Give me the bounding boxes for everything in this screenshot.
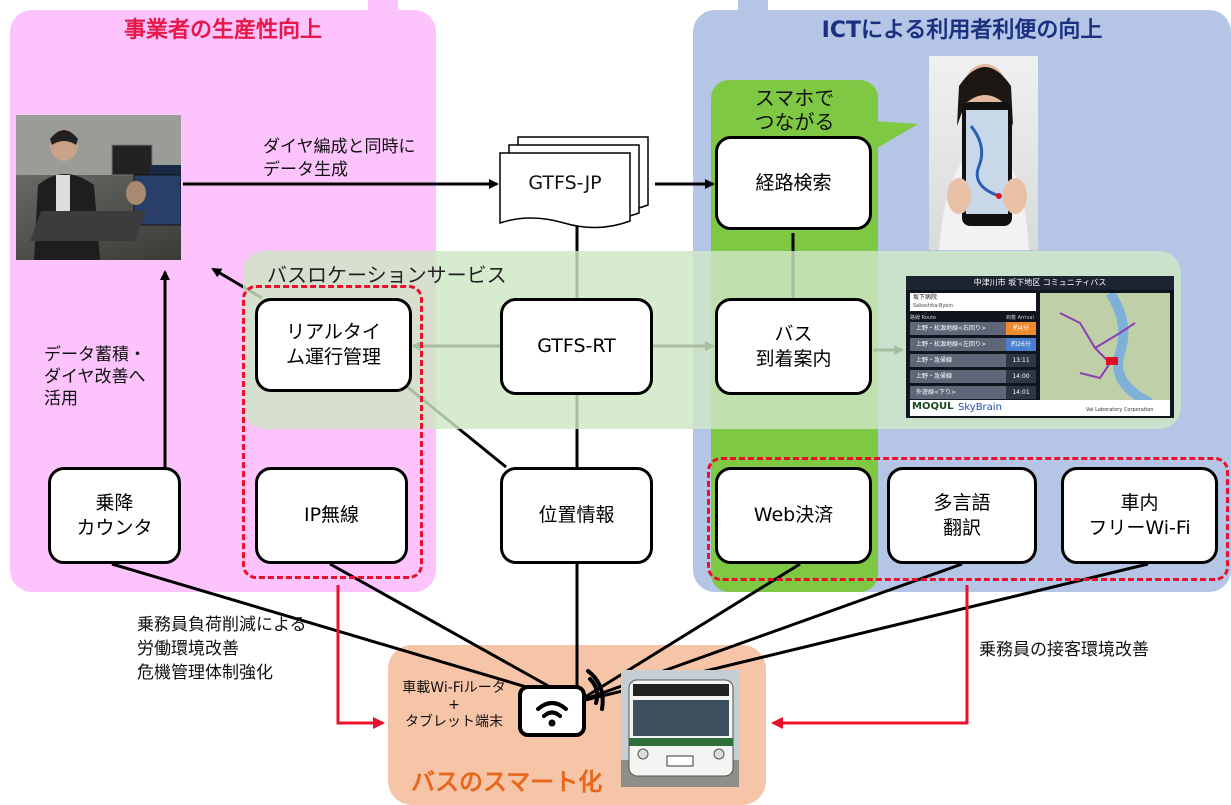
realtime-operation-line1: リアルタイ — [286, 321, 381, 343]
signage-row-time: 13:11 — [1006, 354, 1036, 367]
signage-row-route: 上野・急帰線 — [910, 370, 1006, 383]
bus-location-service-label: バスロケーションサービス — [267, 263, 507, 287]
signage-row-time: 14:01 — [1006, 386, 1036, 399]
signage-col-arrival: 到着 Arrival — [1006, 315, 1034, 321]
smartphone-photo — [929, 56, 1038, 250]
ip-radio-box: IP無線 — [255, 467, 408, 564]
gtfs-jp-label: GTFS-JP — [528, 172, 602, 194]
signage-row-time: 約4分 — [1006, 322, 1036, 335]
smart-bus-title: バスのスマート化 — [411, 768, 603, 796]
operator-pc-illustration — [16, 115, 181, 260]
signage-row-route: 外遊線<下り> — [910, 386, 1006, 399]
signage-stop-romaji: Sakashita-Byoin — [913, 303, 953, 309]
signage-stop-name: 坂下病院 — [913, 294, 938, 301]
realtime-operation-line2: ム運行管理 — [285, 346, 381, 368]
wifi-line1: 車内 — [1120, 491, 1159, 514]
onboard-wifi-box: 車内 フリーWi-Fi — [1061, 467, 1218, 564]
bus-arrival-info-box: バス 到着案内 — [715, 298, 872, 395]
workload-label-line3: 危機管理体制強化 — [137, 663, 273, 683]
signage-header: 中津川市 坂下地区 コミュニティバス — [906, 276, 1174, 290]
green-bubble-line1: スマホで — [754, 86, 835, 110]
tablet-label: タブレット端末 — [405, 714, 503, 730]
multilang-line1: 多言語 — [933, 491, 991, 514]
router-label: 車載Wi-Fiルータ — [402, 680, 506, 696]
workload-label-line2: 労働環境改善 — [137, 639, 239, 659]
route-search-box: 経路検索 — [715, 136, 872, 230]
skybrain-logo: SkyBrain — [958, 402, 1002, 413]
web-payment-box: Web決済 — [715, 467, 872, 564]
accumulate-label-line3: 活用 — [44, 389, 78, 409]
hospitality-label: 乗務員の接客環境改善 — [979, 640, 1149, 660]
boarding-counter-box: 乗降 カウンタ — [48, 467, 181, 564]
bus-illustration — [621, 670, 739, 787]
bus-arrival-line2: 到着案内 — [755, 347, 832, 370]
multilingual-translation-box: 多言語 翻訳 — [887, 467, 1037, 564]
signage-row-time: 約26分 — [1006, 338, 1036, 351]
wifi-line2: フリーWi-Fi — [1088, 516, 1191, 539]
position-info-box: 位置情報 — [500, 467, 653, 564]
accumulate-label-line2: ダイヤ改善へ — [44, 367, 146, 387]
signage-map — [1040, 293, 1170, 403]
green-bubble-line2: つながる — [754, 110, 835, 134]
signage-col-route: 路線 Route — [910, 315, 937, 321]
gtfs-jp-document-stack — [499, 136, 649, 229]
smartphone-illustration — [939, 64, 1029, 250]
realtime-operation-management-box: リアルタイ ム運行管理 — [255, 298, 412, 392]
gtfs-rt-box: GTFS-RT — [500, 298, 653, 395]
moqul-logo: MOQUL — [912, 401, 954, 412]
signage-credit: Val Laboratory Corporation — [1086, 407, 1154, 413]
user-convenience-title: ICTによる利用者利便の向上 — [821, 18, 1103, 43]
signage-row-route: 上野・急帰線 — [910, 354, 1006, 367]
bus-arrival-signage: 中津川市 坂下地区 コミュニティバス 坂下病院 Sakashita-Byoin … — [906, 276, 1174, 418]
timetable-label-line1: ダイヤ編成と同時に — [263, 137, 416, 157]
boarding-counter-line1: 乗降 — [95, 491, 134, 514]
signage-row-time: 14:00 — [1006, 370, 1036, 383]
device-caption: 車載Wi-Fiルータ + タブレット端末 — [395, 680, 513, 731]
timetable-label-line2: データ生成 — [263, 160, 348, 180]
signage-map-illustration — [1040, 293, 1170, 403]
workload-label-line1: 乗務員負荷削減による — [137, 615, 307, 635]
right-panel-tab — [738, 0, 768, 10]
signage-row-route: 上野・松源地線<右回り> — [910, 322, 1006, 335]
bus-photo — [621, 670, 739, 787]
operator-productivity-title: 事業者の生産性向上 — [123, 18, 322, 43]
speech-bubble-tail — [860, 120, 918, 158]
operator-pc-photo — [16, 115, 181, 260]
multilang-line2: 翻訳 — [942, 516, 981, 539]
bus-arrival-line1: バス — [774, 322, 813, 345]
signage-row-route: 上野・松源地線<左回り> — [910, 338, 1006, 351]
passenger-services-dashed-outline — [707, 457, 1229, 581]
realtime-group-dashed-outline — [242, 285, 423, 579]
plus-label: + — [448, 697, 460, 713]
accumulate-label-line1: データ蓄積・ — [44, 345, 146, 365]
tablet-wifi-icon — [518, 669, 605, 737]
boarding-counter-line2: カウンタ — [76, 516, 153, 539]
left-panel-tab — [368, 0, 398, 10]
